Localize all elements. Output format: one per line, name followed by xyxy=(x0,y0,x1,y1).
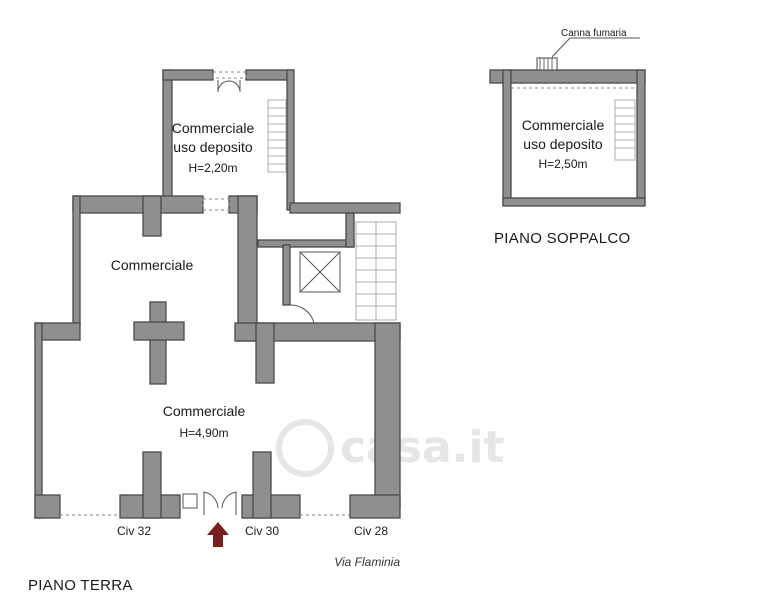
commerciale-upper-label: Commerciale xyxy=(111,257,194,273)
ground-floor-plan xyxy=(34,69,401,519)
lift-shaft xyxy=(299,251,341,293)
commerciale-main-height: H=4,90m xyxy=(179,426,228,440)
soppalco-line1: Commerciale xyxy=(522,117,605,133)
piano-terra-title: PIANO TERRA xyxy=(28,577,133,594)
wall xyxy=(255,322,275,384)
wall xyxy=(349,494,401,519)
wall xyxy=(257,239,355,248)
piano-soppalco-title: PIANO SOPPALCO xyxy=(494,230,630,247)
mezzanine-floor-plan xyxy=(489,37,646,207)
watermark-logo-icon xyxy=(276,419,334,477)
flue-icon xyxy=(539,58,553,70)
leader-line xyxy=(551,37,640,58)
wall xyxy=(374,322,401,509)
pillar xyxy=(252,451,272,519)
commerciale-main-label: Commerciale xyxy=(163,403,246,419)
wall xyxy=(237,195,258,342)
wall xyxy=(502,197,646,207)
wall xyxy=(636,69,646,206)
wall xyxy=(34,494,61,519)
watermark: casa.it xyxy=(276,419,504,477)
step xyxy=(182,493,198,509)
wall xyxy=(72,195,81,327)
canna-fumaria-label: Canna fumaria xyxy=(561,28,627,39)
wall xyxy=(282,244,291,306)
soppalco-line2: uso deposito xyxy=(523,136,603,152)
deposito-line1: Commerciale xyxy=(172,120,255,136)
soppalco-height: H=2,50m xyxy=(538,157,587,171)
deposito-height: H=2,20m xyxy=(188,161,237,175)
civ-32-label: Civ 32 xyxy=(117,524,151,538)
civ-28-label: Civ 28 xyxy=(354,524,388,538)
wall xyxy=(245,69,294,81)
lift-shaft xyxy=(299,251,341,293)
stairs-soppalco xyxy=(614,99,636,161)
door xyxy=(217,80,241,93)
window-opening xyxy=(212,71,247,79)
pillar xyxy=(149,301,167,385)
stairs-service xyxy=(355,221,397,321)
wall xyxy=(72,195,204,214)
wall xyxy=(142,195,162,237)
wall xyxy=(34,322,43,519)
wall xyxy=(489,69,646,84)
wall xyxy=(286,69,295,211)
opening xyxy=(202,198,230,211)
pillar xyxy=(142,451,162,519)
arrow-up-icon xyxy=(207,522,229,547)
pillar xyxy=(133,321,185,341)
civ-30-label: Civ 30 xyxy=(245,524,279,538)
door xyxy=(289,304,315,324)
wall xyxy=(162,69,214,81)
street-label: Via Flaminia xyxy=(334,555,400,569)
stairs-deposito xyxy=(267,99,287,173)
wall xyxy=(289,202,401,214)
wall xyxy=(162,69,173,201)
entrance-door[interactable] xyxy=(203,491,237,515)
wall xyxy=(502,69,512,206)
deposito-line2: uso deposito xyxy=(173,139,253,155)
wall xyxy=(345,212,355,248)
watermark-text: casa.it xyxy=(340,422,504,473)
